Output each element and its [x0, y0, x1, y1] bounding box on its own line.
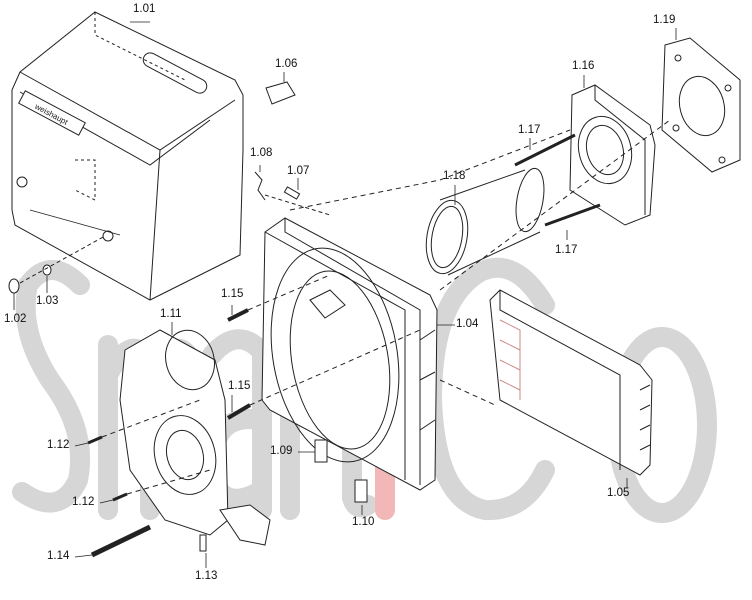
stud-bolt-1-17b — [544, 203, 601, 227]
label-1-08: 1.08 — [250, 147, 273, 159]
stud-bolt-1-17 — [514, 133, 576, 167]
cover-hood-1-01 — [11, 11, 244, 301]
label-1-14: 1.14 — [47, 550, 70, 562]
grommet-1-10 — [354, 479, 368, 503]
gasket-1-19 — [661, 37, 741, 173]
clip-1-13 — [199, 534, 207, 552]
side-panel-1-05 — [489, 289, 653, 476]
cap-1-06 — [265, 81, 296, 105]
mounting-plate-1-11 — [119, 329, 271, 546]
label-1-15: 1.15 — [221, 288, 244, 300]
label-1-10: 1.10 — [352, 516, 375, 528]
label-1-17b: 1.17 — [555, 244, 578, 256]
screw-1-07 — [283, 186, 301, 200]
label-1-13: 1.13 — [195, 570, 218, 582]
label-1-07: 1.07 — [287, 165, 310, 177]
label-1-03: 1.03 — [36, 295, 59, 307]
label-1-16: 1.16 — [572, 60, 595, 72]
label-1-06: 1.06 — [275, 58, 298, 70]
label-1-11: 1.11 — [160, 308, 182, 320]
label-1-12: 1.12 — [47, 439, 70, 451]
stud-1-15b — [226, 403, 252, 420]
flame-tube-1-18 — [425, 167, 545, 276]
grommet-1-09 — [314, 439, 328, 463]
label-1-15b: 1.15 — [228, 380, 251, 392]
label-1-18: 1.18 — [443, 170, 466, 182]
label-1-17: 1.17 — [518, 124, 541, 136]
label-1-05: 1.05 — [607, 487, 630, 499]
washer-1-03 — [42, 264, 52, 276]
clip-1-08 — [254, 171, 266, 201]
leader-lines — [13, 21, 677, 568]
label-1-12b: 1.12 — [72, 496, 95, 508]
stud-1-15 — [227, 308, 249, 322]
label-1-04: 1.04 — [456, 318, 479, 330]
label-1-19: 1.19 — [653, 14, 676, 26]
pin-1-12b — [112, 492, 128, 502]
flange-1-16 — [569, 84, 656, 226]
label-1-09: 1.09 — [270, 445, 293, 457]
housing-1-04 — [261, 217, 438, 491]
label-1-01: 1.01 — [133, 3, 156, 15]
screw-1-02 — [8, 278, 20, 294]
rod-1-14 — [90, 524, 152, 558]
label-1-02: 1.02 — [4, 313, 27, 325]
pin-1-12 — [87, 435, 103, 445]
